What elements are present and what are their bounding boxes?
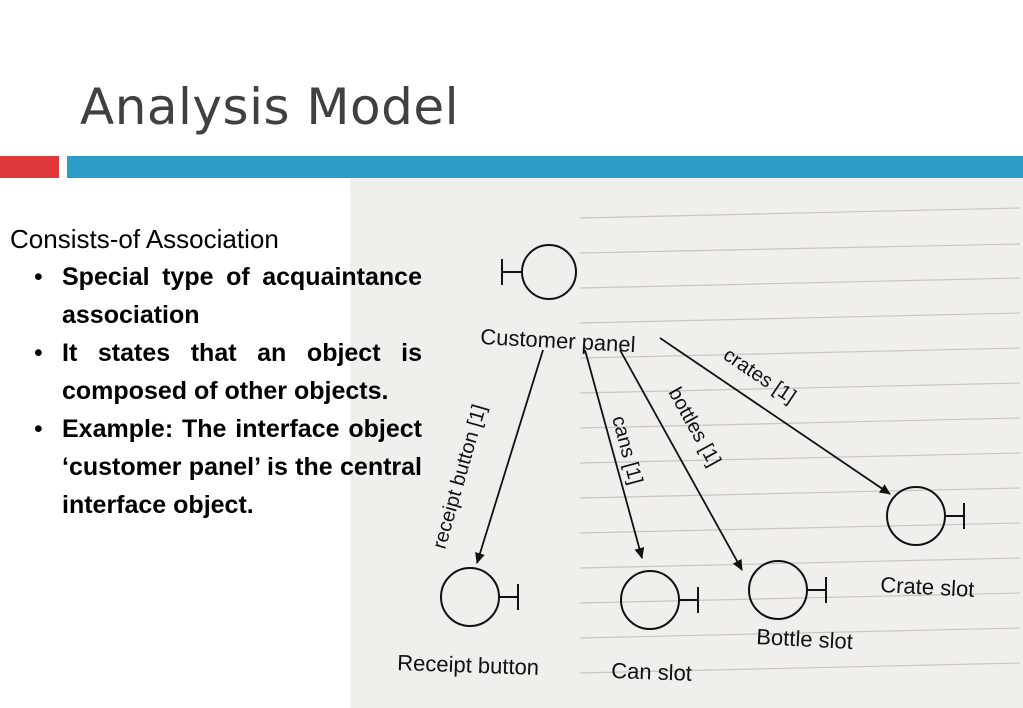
association-line-bottles [619, 349, 743, 571]
accent-bar-blue [67, 156, 1023, 178]
association-label-bottles: bottles [1] [664, 384, 725, 471]
crate-slot-interface-object [886, 486, 965, 546]
scan-texture [579, 207, 1021, 674]
association-line-cans [584, 349, 645, 559]
association-label-receipt-button: receipt button [1] [429, 402, 491, 551]
customer-panel-label: Customer panel [480, 324, 636, 357]
bullet-item: Special type of acquaintance association [30, 258, 422, 334]
bottle-slot-label: Bottle slot [756, 624, 854, 654]
association-line-crates [659, 337, 891, 495]
bullet-item: It states that an object is composed of … [30, 334, 422, 410]
crate-slot-label: Crate slot [880, 572, 975, 602]
section-heading: Consists-of Association [10, 224, 279, 254]
receipt-button-interface-object [440, 567, 519, 627]
scanned-page-background [350, 178, 1023, 708]
can-slot-interface-object [620, 570, 699, 630]
accent-bar-red [0, 156, 59, 178]
can-slot-label: Can slot [611, 658, 693, 686]
receipt-button-label: Receipt button [397, 650, 540, 680]
bullet-list: Special type of acquaintance association… [30, 258, 422, 524]
consists-of-diagram: Customer panel receipt button [1] cans [… [397, 207, 1021, 686]
customer-panel-interface-object [501, 244, 577, 300]
bullet-item: Example: The interface object ‘customer … [30, 410, 422, 524]
association-line-receipt-button [475, 349, 544, 564]
page-title: Analysis Model [80, 78, 460, 136]
bottle-slot-interface-object [748, 560, 827, 620]
